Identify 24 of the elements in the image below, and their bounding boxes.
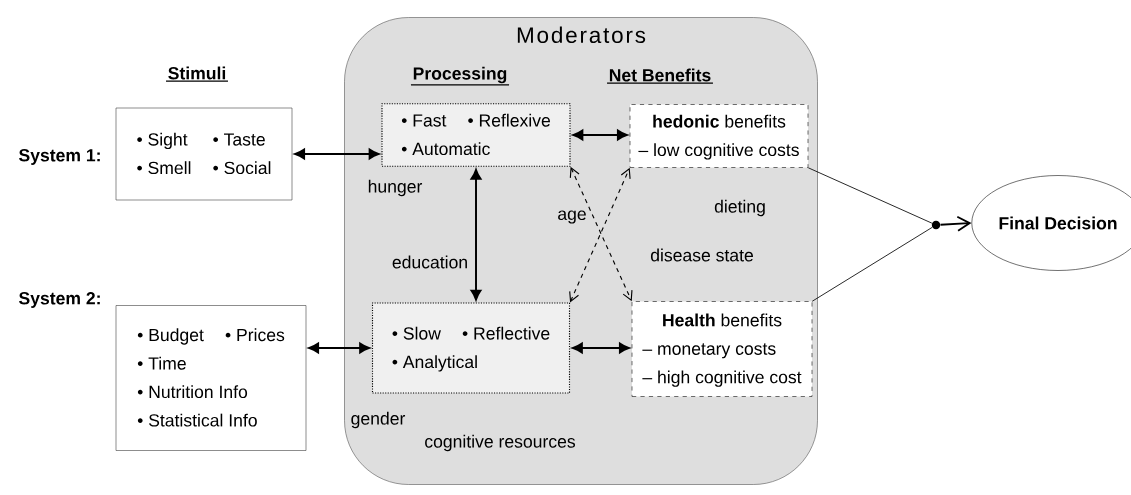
stimuli-box: • Budget • Prices • Time • Nutrition Info • Statistical Info [115,305,307,451]
benefits-box: hedonic benefits – low cognitive costs [629,104,809,168]
processing-box: • Fast • Reflexive • Automatic [381,103,571,167]
moderator-label: cognitive resources [425,434,576,452]
arrow [572,342,630,354]
column-heading: Processing [410,66,510,86]
arrow [308,342,370,354]
moderator-label: age [558,210,586,224]
moderator-label: disease state [650,248,753,262]
row-label: System 1: [19,149,100,165]
stimuli-box: • Sight • Taste • Smell • Social [115,107,293,201]
moderator-label: gender [351,411,406,429]
benefits-box: Health benefits – monetary costs – high cognitive cost [631,301,813,397]
column-heading: Stimuli [165,66,229,82]
moderator-label: dieting [714,199,765,217]
column-heading: Net Benefits [606,68,714,84]
arrow [294,148,380,160]
moderator-label: hunger [368,179,423,197]
row-label: System 2: [19,292,100,308]
arrow [572,129,628,141]
processing-box: • Slow • Reflective • Analytical [371,302,571,394]
arrow [470,168,482,301]
moderator-label: education [392,255,467,269]
arrow [939,215,972,232]
